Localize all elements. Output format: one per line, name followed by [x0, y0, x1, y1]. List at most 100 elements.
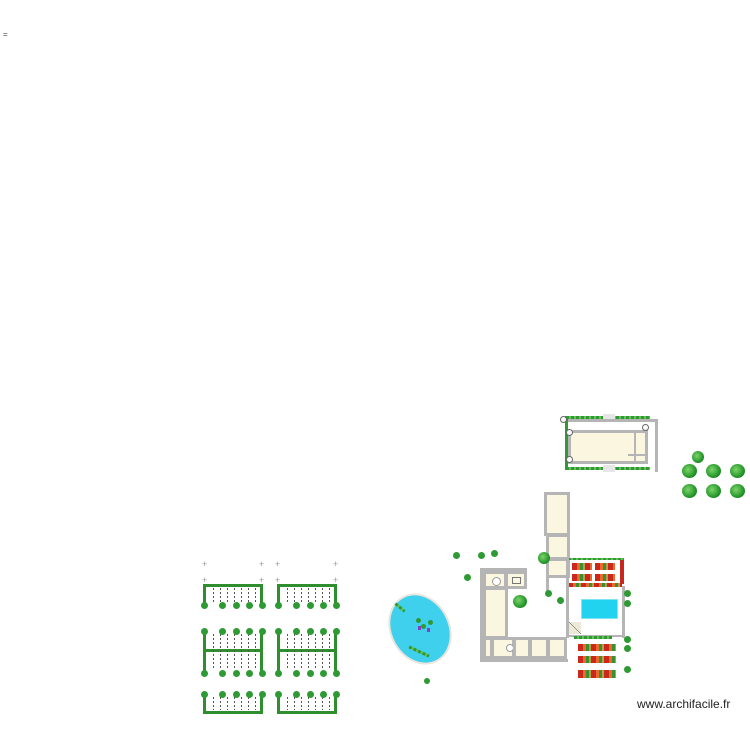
small-tree-icon: [491, 550, 498, 557]
flower-bed[interactable]: [572, 563, 592, 570]
small-tree-icon: [624, 666, 631, 673]
plant-row: [213, 697, 214, 710]
plant-row: [308, 697, 309, 710]
guide-marker: +: [333, 559, 339, 569]
fence: [203, 649, 263, 652]
plant-row: [227, 588, 228, 604]
tree-icon: [730, 484, 745, 498]
shrub-icon: [293, 602, 300, 609]
plant-row: [241, 697, 242, 710]
watermark: www.archifacile.fr: [637, 697, 731, 711]
tree-icon: [706, 484, 721, 498]
shrub-icon: [201, 602, 208, 609]
annex-small-wall: [628, 454, 648, 456]
sink-icon: [492, 577, 501, 586]
plant-row: [315, 697, 316, 710]
annex-outer-top: [568, 419, 658, 422]
plant-row: [329, 588, 330, 604]
fenced-plots[interactable]: + + + + + + + +: [200, 560, 342, 718]
small-tree-icon: [424, 678, 430, 684]
house-room-living: [483, 587, 508, 639]
water-lily-icon: [418, 626, 421, 630]
shrub-icon: [320, 670, 327, 677]
annex-node-2[interactable]: [566, 429, 573, 436]
fence: [277, 649, 337, 652]
fence: [260, 694, 263, 714]
shrub-icon: [275, 691, 282, 698]
flower-bed[interactable]: [595, 563, 615, 570]
pool[interactable]: [581, 599, 618, 619]
fence: [277, 584, 337, 587]
fence: [334, 694, 337, 714]
small-tree-icon: [624, 590, 631, 597]
plant-row: [294, 588, 295, 604]
fence: [203, 694, 206, 714]
annex-gap-top: [603, 414, 615, 421]
plant-row: [248, 634, 249, 668]
guide-marker: +: [202, 575, 208, 585]
flower-bed[interactable]: [578, 670, 616, 678]
plant-row: [322, 697, 323, 710]
annex-node-4[interactable]: [642, 424, 649, 431]
plant-row: [308, 588, 309, 604]
annex-building[interactable]: [560, 410, 660, 475]
tree-icon: [730, 464, 745, 478]
courtyard-wall-right: [622, 586, 625, 638]
plant-row: [322, 634, 323, 668]
shrub-icon: [233, 628, 240, 635]
plant-row: [287, 588, 288, 604]
shrub-icon: [233, 602, 240, 609]
plant-row: [294, 697, 295, 710]
fence: [203, 584, 206, 606]
house-room-store: [505, 571, 527, 589]
plant-row: [234, 588, 235, 604]
north-wing[interactable]: [544, 492, 572, 602]
plant-row: [255, 697, 256, 710]
pool-courtyard[interactable]: [566, 558, 626, 639]
small-tree-icon: [557, 597, 564, 604]
pond[interactable]: [378, 584, 462, 674]
plant-row: [248, 588, 249, 604]
flower-bed[interactable]: [595, 574, 615, 581]
fence: [334, 584, 337, 606]
water-lily-icon: [427, 628, 430, 632]
plant-row: [308, 634, 309, 668]
shrub-icon: [233, 691, 240, 698]
flower-bed[interactable]: [572, 574, 592, 581]
shrub-icon: [259, 670, 266, 677]
plant-row: [241, 634, 242, 668]
flower-bed-strip[interactable]: [568, 583, 622, 587]
annex-node-1[interactable]: [560, 416, 567, 423]
flower-bed[interactable]: [578, 656, 616, 663]
shrub-icon: [307, 670, 314, 677]
annex-node-3[interactable]: [566, 456, 573, 463]
plant-row: [220, 697, 221, 710]
fence: [203, 584, 263, 587]
plant-row: [255, 588, 256, 604]
shrub-icon: [307, 602, 314, 609]
shrub-icon: [320, 602, 327, 609]
courtyard-hedge-top: [568, 558, 624, 560]
plant-row: [227, 697, 228, 710]
flower-bed[interactable]: [578, 644, 616, 651]
reed-icon: [421, 624, 426, 629]
annex-hedge-left: [565, 416, 568, 470]
shrub-icon: [293, 691, 300, 698]
plant-row: [213, 634, 214, 668]
shrub-icon: [246, 628, 253, 635]
plant-row: [322, 588, 323, 604]
annex-inner-wall: [634, 430, 636, 464]
shrub-icon: [219, 691, 226, 698]
plant-row: [220, 634, 221, 668]
flower-bed-side[interactable]: [620, 560, 624, 584]
fence: [277, 584, 280, 606]
main-house[interactable]: [480, 568, 570, 662]
courtyard-hedge-bottom: [574, 636, 612, 639]
plant-row: [248, 697, 249, 710]
shrub-icon: [293, 628, 300, 635]
shrub-icon: [320, 691, 327, 698]
annex-outer-right: [655, 419, 658, 472]
guide-marker: +: [275, 559, 281, 569]
shrub-icon: [333, 670, 340, 677]
shrub-icon: [293, 670, 300, 677]
